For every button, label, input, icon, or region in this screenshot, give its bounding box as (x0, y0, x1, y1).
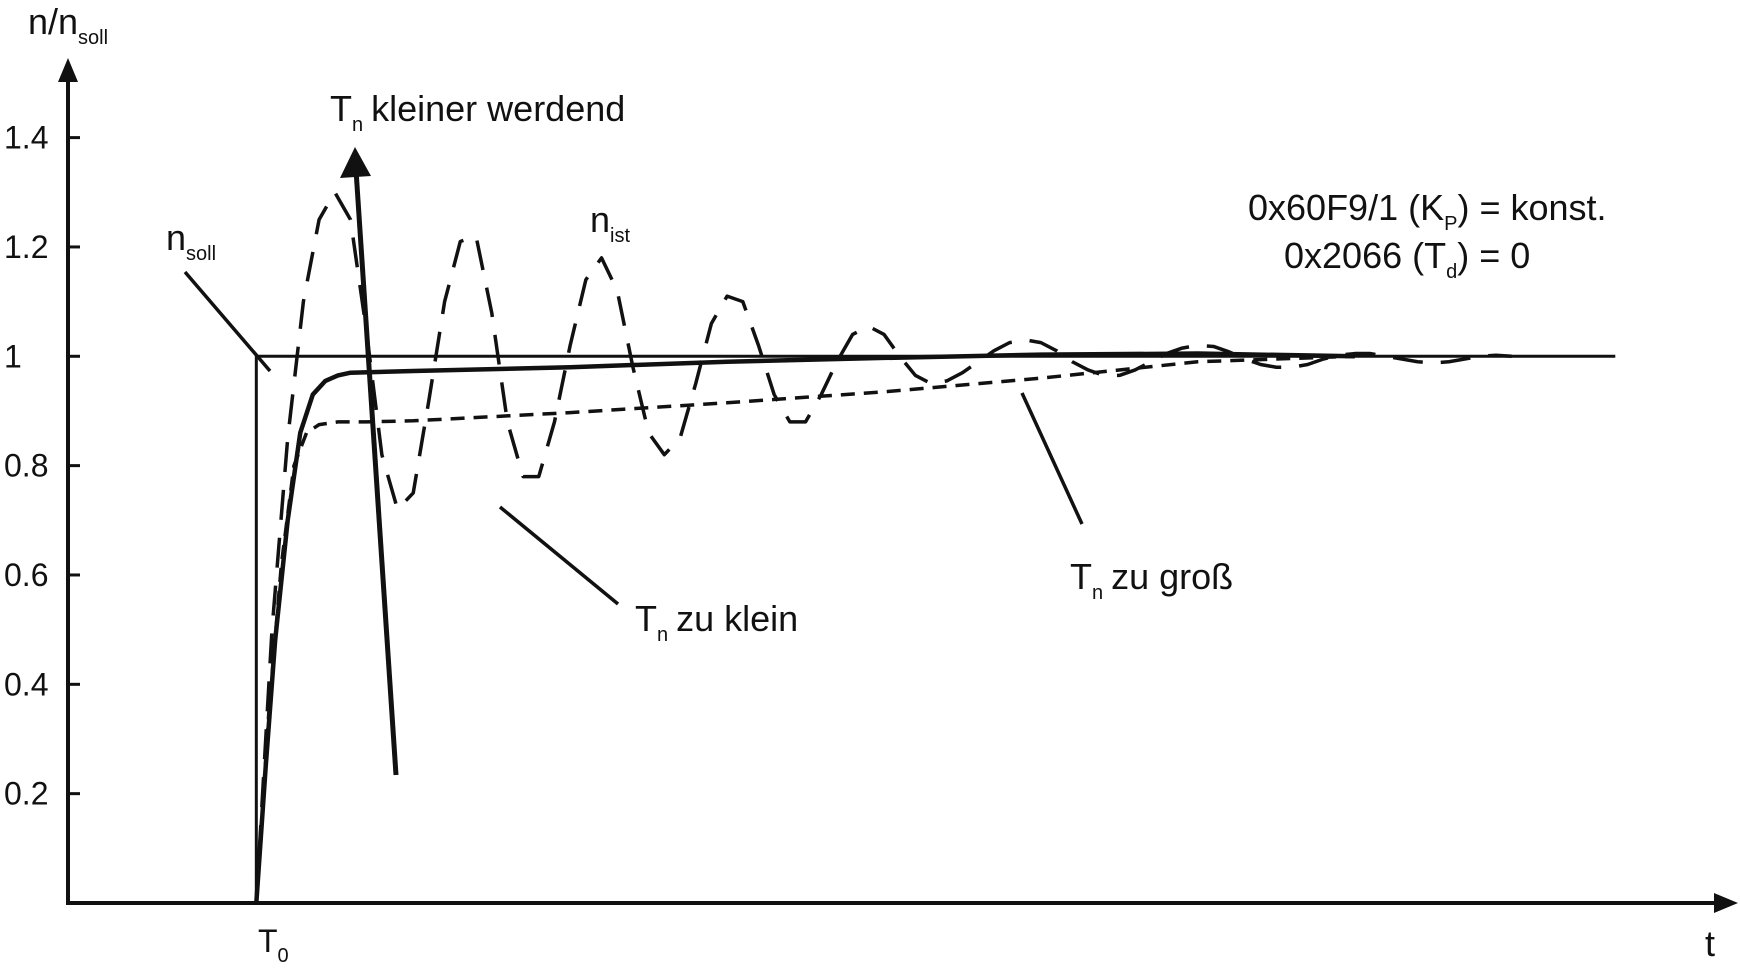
series-line-0 (254, 354, 1616, 903)
series-group (254, 190, 1616, 904)
y-tick-label-3: 0.8 (4, 448, 48, 484)
tn-direction-arrowhead (340, 147, 371, 178)
series-line-3 (254, 190, 1512, 904)
y-tick-label-2: 0.6 (4, 557, 48, 593)
y-tick-label-5: 1.2 (4, 229, 48, 265)
y-tick-label-6: 1.4 (4, 120, 48, 156)
x-axis-arrow (1714, 893, 1738, 913)
y-tick-label-0: 0.2 (4, 776, 48, 812)
tn-direction-arrow (353, 169, 399, 776)
param-td: 0x2066 (Td) = 0 (1284, 235, 1530, 283)
leader-tn-zu-klein (498, 505, 620, 606)
series-line-2 (254, 354, 1355, 904)
leader-nsoll (183, 270, 272, 373)
x-tick-label-t0: T0 (258, 923, 289, 967)
y-axis-arrow (58, 58, 78, 82)
x-axis-label: t (1705, 923, 1715, 964)
y-axis-label: n/nsoll (28, 1, 108, 49)
label-nist: nist (590, 199, 630, 247)
y-ticks: 0.2 0.4 0.6 0.8 1 1.2 1.4 (4, 120, 80, 812)
leader-tn-zu-gross (1020, 392, 1084, 525)
param-kp: 0x60F9/1 (KP) = konst. (1248, 187, 1607, 235)
label-nsoll: nsoll (166, 217, 216, 265)
y-tick-label-1: 0.4 (4, 666, 48, 702)
series-line-1 (254, 351, 1355, 904)
y-tick-label-4: 1 (4, 338, 22, 374)
